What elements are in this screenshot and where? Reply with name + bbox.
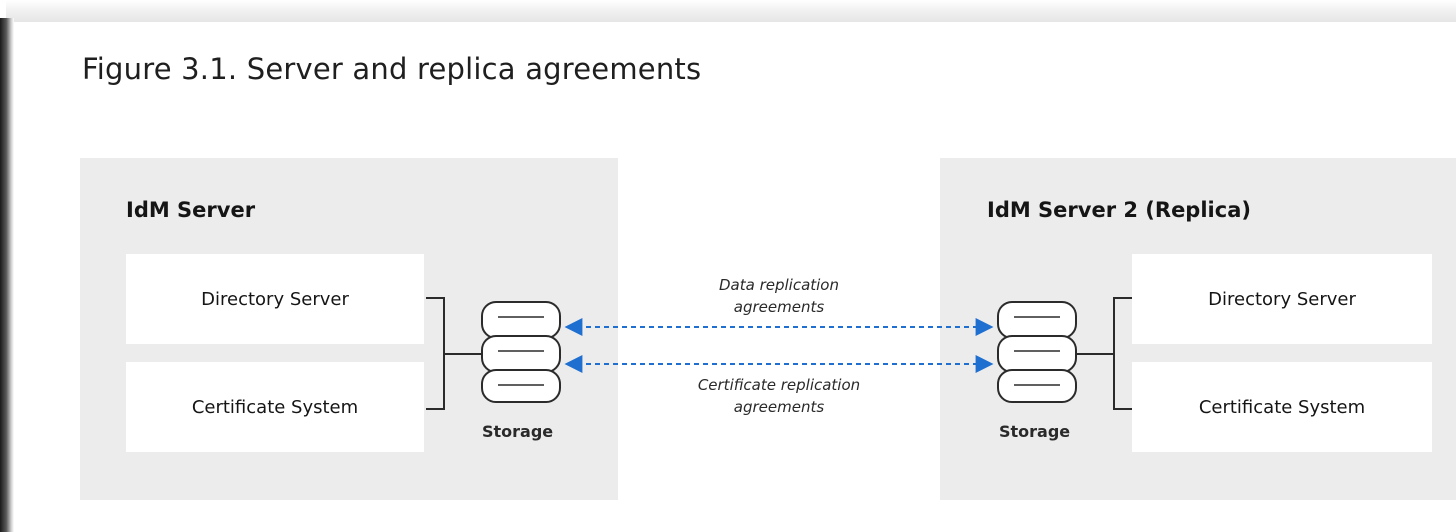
data-replication-caption: Data replication agreements bbox=[659, 274, 899, 318]
right-storage-label: Storage bbox=[999, 422, 1071, 441]
left-certificate-system-box: Certificate System bbox=[126, 362, 424, 452]
right-bracket-connector bbox=[1076, 297, 1132, 410]
left-storage-label: Storage bbox=[482, 422, 554, 441]
right-storage-icon bbox=[997, 301, 1077, 403]
idm-replica-title: IdM Server 2 (Replica) bbox=[987, 198, 1251, 222]
left-storage-icon bbox=[481, 301, 561, 403]
page-shadow-top bbox=[6, 0, 1456, 22]
right-certificate-system-box: Certificate System bbox=[1132, 362, 1432, 452]
certificate-replication-caption-line2: agreements bbox=[733, 398, 825, 416]
page-shadow-left bbox=[0, 18, 14, 532]
certificate-replication-caption: Certificate replication agreements bbox=[659, 374, 899, 418]
idm-server-title: IdM Server bbox=[126, 198, 256, 222]
right-directory-server-box: Directory Server bbox=[1132, 254, 1432, 344]
figure-title: Figure 3.1. Server and replica agreement… bbox=[82, 52, 702, 86]
left-bracket-connector bbox=[426, 297, 482, 410]
left-directory-server-box: Directory Server bbox=[126, 254, 424, 344]
data-replication-caption-line1: Data replication bbox=[718, 276, 839, 294]
certificate-replication-caption-line1: Certificate replication bbox=[697, 376, 861, 394]
data-replication-caption-line2: agreements bbox=[733, 298, 825, 316]
